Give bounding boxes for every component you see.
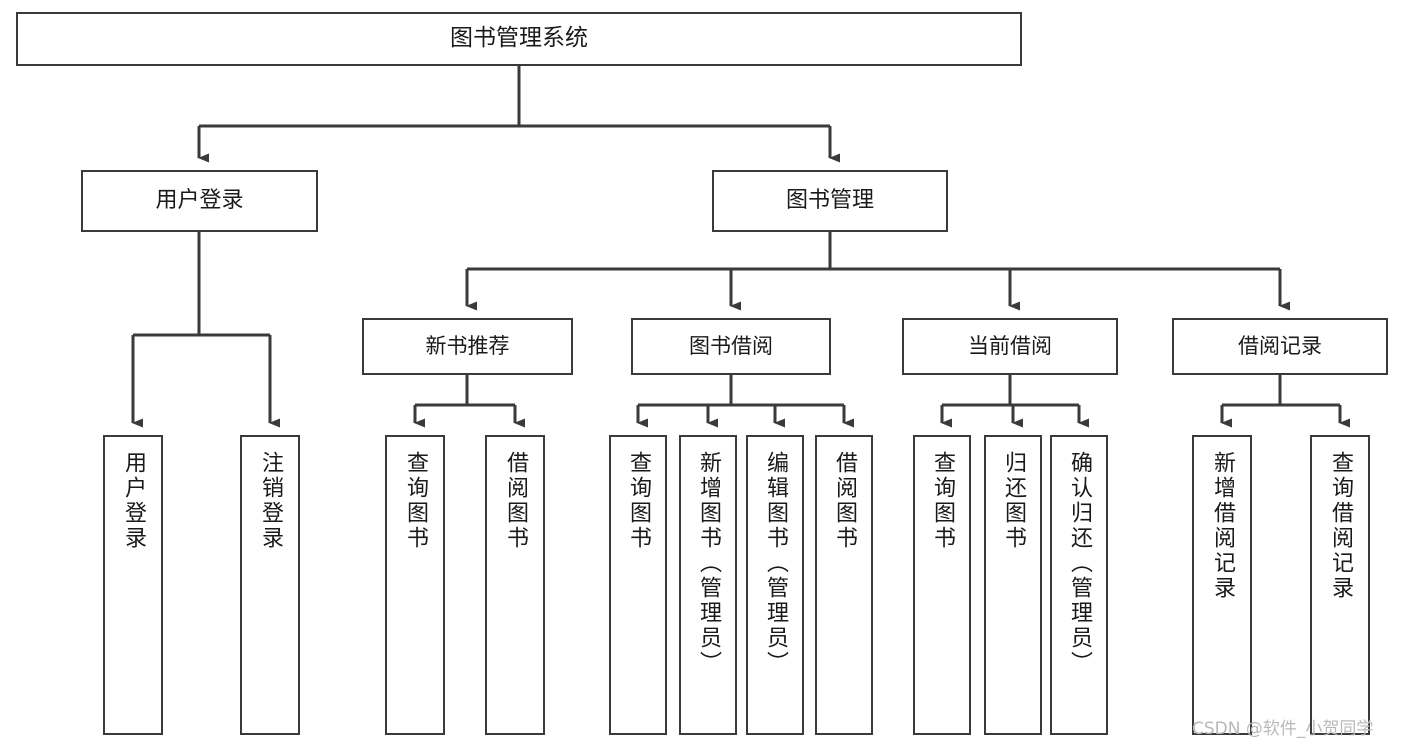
- node-new-book-rec-label: 新书推荐: [425, 334, 510, 359]
- node-leaf-user-login-label: 用户登录: [120, 451, 146, 551]
- node-book-borrow-label: 图书借阅: [689, 334, 773, 359]
- node-leaf-add-record[interactable]: 新增借阅记录: [1192, 435, 1252, 735]
- node-leaf-add-book-label: 新增图书（管理员）: [695, 451, 721, 676]
- node-current-borrow-label: 当前借阅: [968, 334, 1052, 359]
- node-leaf-confirm-return-label: 确认归还（管理员）: [1066, 451, 1092, 676]
- node-root-label: 图书管理系统: [450, 25, 588, 52]
- node-leaf-user-login[interactable]: 用户登录: [103, 435, 163, 735]
- node-leaf-query-book-cur-label: 查询图书: [929, 451, 955, 551]
- node-leaf-confirm-return[interactable]: 确认归还（管理员）: [1050, 435, 1108, 735]
- node-leaf-query-record-label: 查询借阅记录: [1327, 451, 1353, 601]
- node-leaf-return-book[interactable]: 归还图书: [984, 435, 1042, 735]
- node-user-login[interactable]: 用户登录: [81, 170, 318, 232]
- node-leaf-query-record[interactable]: 查询借阅记录: [1310, 435, 1370, 735]
- node-root[interactable]: 图书管理系统: [16, 12, 1022, 66]
- node-new-book-rec[interactable]: 新书推荐: [362, 318, 573, 375]
- node-leaf-query-book-rec-label: 查询图书: [402, 451, 428, 551]
- node-leaf-borrow-book-rec[interactable]: 借阅图书: [485, 435, 545, 735]
- node-leaf-add-record-label: 新增借阅记录: [1209, 451, 1235, 601]
- node-leaf-borrow-book-label: 借阅图书: [831, 451, 857, 551]
- node-leaf-query-book-label: 查询图书: [625, 451, 651, 551]
- node-leaf-query-book[interactable]: 查询图书: [609, 435, 667, 735]
- node-book-manage-label: 图书管理: [785, 188, 874, 214]
- node-leaf-logout[interactable]: 注销登录: [240, 435, 300, 735]
- node-current-borrow[interactable]: 当前借阅: [902, 318, 1118, 375]
- node-leaf-return-book-label: 归还图书: [1000, 451, 1026, 551]
- node-leaf-borrow-book-rec-label: 借阅图书: [502, 451, 528, 551]
- node-leaf-borrow-book[interactable]: 借阅图书: [815, 435, 873, 735]
- node-leaf-query-book-cur[interactable]: 查询图书: [913, 435, 971, 735]
- node-leaf-edit-book[interactable]: 编辑图书（管理员）: [746, 435, 804, 735]
- node-borrow-records[interactable]: 借阅记录: [1172, 318, 1388, 375]
- node-borrow-records-label: 借阅记录: [1238, 334, 1322, 359]
- node-leaf-add-book[interactable]: 新增图书（管理员）: [679, 435, 737, 735]
- node-user-login-label: 用户登录: [155, 188, 244, 214]
- node-book-borrow[interactable]: 图书借阅: [631, 318, 831, 375]
- node-leaf-edit-book-label: 编辑图书（管理员）: [762, 451, 788, 676]
- node-leaf-logout-label: 注销登录: [257, 451, 283, 551]
- node-leaf-query-book-rec[interactable]: 查询图书: [385, 435, 445, 735]
- node-book-manage[interactable]: 图书管理: [712, 170, 948, 232]
